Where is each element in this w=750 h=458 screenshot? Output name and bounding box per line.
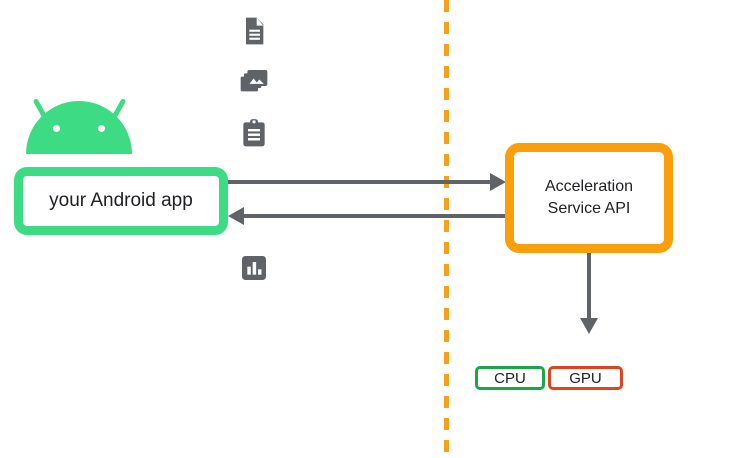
cpu-backend-node: CPU [475,366,545,390]
dispatch-arrow-line [587,253,591,320]
gpu-backend-label: GPU [569,369,602,387]
device-service-boundary [444,0,449,458]
response-arrow-head-icon [228,207,244,225]
gpu-backend-node: GPU [548,366,623,390]
dispatch-arrow-head-icon [580,318,598,334]
document-icon [238,15,270,47]
api-label-line-1: Acceleration [544,178,634,196]
android-eye-left-icon [53,125,60,132]
api-label-line-2: Service API [547,200,631,217]
acceleration-service-api-node: Acceleration Service API [505,143,673,253]
android-robot-logo [26,96,132,158]
android-app-node: your Android app [14,167,228,235]
request-arrow-line [228,180,496,184]
request-arrow-head-icon [490,173,506,191]
android-app-node-label: your Android app [49,190,193,211]
chart-icon [238,252,270,284]
acceleration-service-api-label: Acceleration Service API [545,176,633,219]
image-icon [238,66,270,98]
android-eye-right-icon [98,125,105,132]
response-arrow-line [240,214,506,218]
cpu-backend-label: CPU [494,369,526,387]
form-icon [238,117,270,149]
